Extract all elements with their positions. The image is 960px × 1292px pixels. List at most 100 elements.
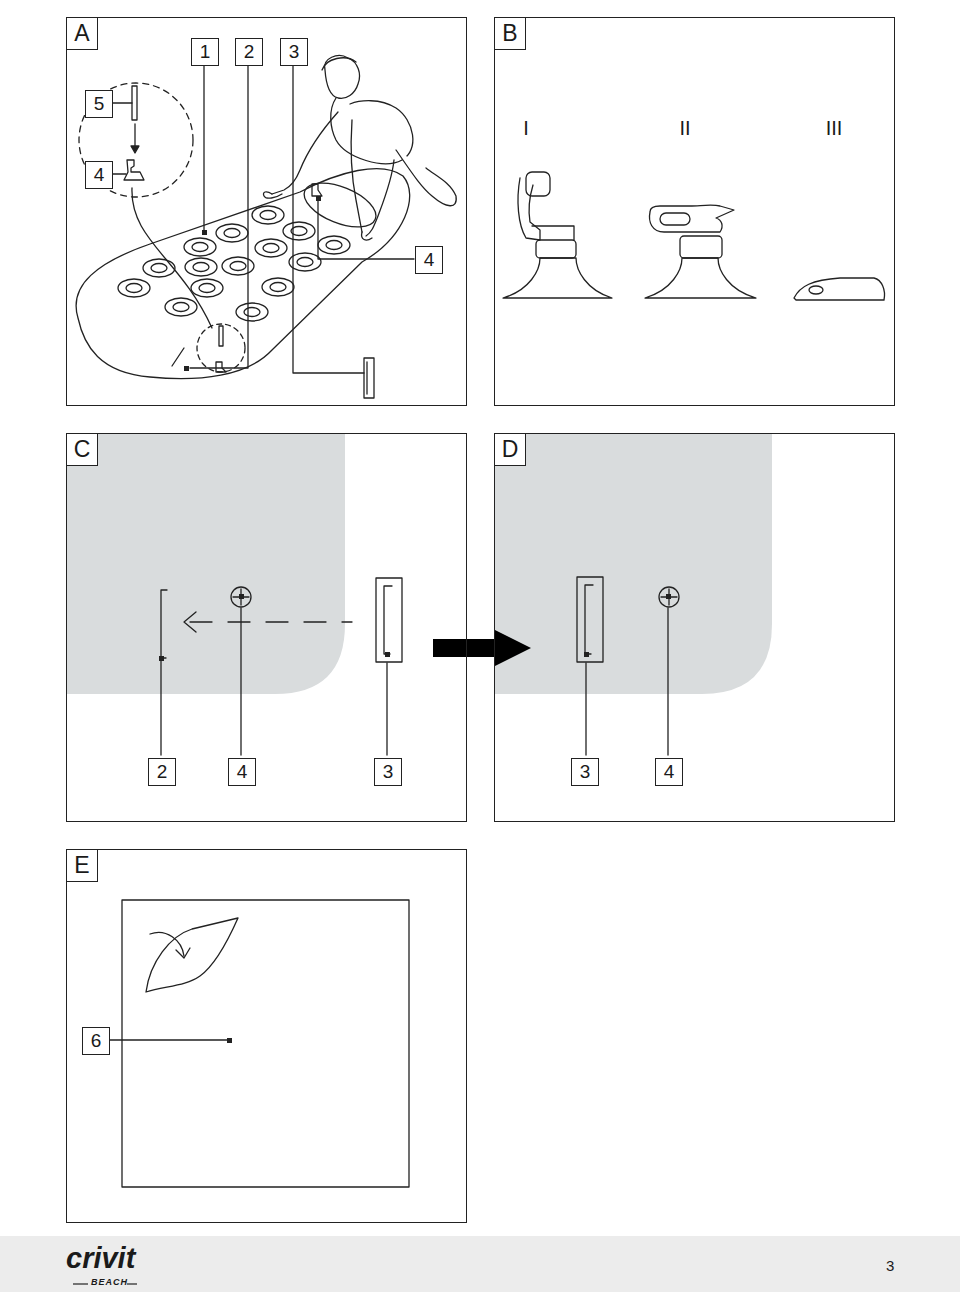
panel-letter: A [74,20,89,47]
position-label: I [523,118,529,138]
callout-box: 4 [85,161,113,189]
position-label: II [679,118,690,138]
brand-logo: crivit [66,1244,135,1273]
leader-dot [184,366,189,371]
repair-sheet [122,900,409,1187]
arrowhead [184,612,196,632]
callout-box: 2 [148,758,176,786]
repair-patch [585,585,593,654]
surface-region [494,433,772,694]
callout-box: 3 [374,758,402,786]
repair-patch [376,578,402,662]
movement-line [190,621,352,622]
figure-panel: C 2 4 3 [66,433,467,822]
callout-number: 2 [244,41,255,63]
mattress-ring [289,253,321,271]
mattress-ring [270,283,286,292]
leader-dot [202,230,207,235]
page-number: 3 [886,1258,894,1273]
callout-number: 5 [94,93,105,115]
callout-number: 2 [157,761,168,783]
valve-plug [219,326,223,346]
mattress-ring [126,284,142,293]
mattress-ring [173,303,189,312]
leader-dot [385,652,390,657]
mattress-ring [297,258,313,267]
detail-circle [197,324,245,372]
callout-box: 4 [228,758,256,786]
leader-dot [666,594,671,599]
figure-panel: B [494,17,895,406]
leader-line [190,64,248,368]
process-arrow [433,630,531,666]
leader-dot [584,652,589,657]
mattress-ring [216,224,248,242]
panel-letter-box: D [494,433,526,466]
callout-number: 3 [383,761,394,783]
mattress-ring [222,257,254,275]
callout-box: 4 [655,758,683,786]
mattress-ring [118,279,150,297]
callout-number: 4 [424,249,435,271]
callout-number: 4 [237,761,248,783]
valve-state-i [503,172,612,298]
hole-symbol [231,587,251,607]
repair-patch [364,358,374,398]
mattress-ring [318,236,350,254]
leader-dot [227,1038,232,1043]
callout-number: 1 [200,41,211,63]
mattress-ring [151,264,167,273]
valve [216,362,226,372]
panel-letter-box: E [66,849,98,882]
mattress-ring [184,238,216,256]
leader-line [240,608,241,755]
figure-panel: A 1 2 3 5 4 4 [66,17,467,406]
callout-number: 3 [580,761,591,783]
leader-line [111,102,132,103]
callout-number: 3 [289,41,300,63]
valve-base [124,160,144,180]
leader-line [667,608,668,755]
repair-patch [384,586,392,654]
patch-piece [146,918,238,992]
mattress-ring [199,284,215,293]
leader-line [318,200,414,259]
detail-link [132,188,212,328]
mattress-ring [230,262,246,271]
leader-line [203,64,204,232]
detail-circle [79,83,193,197]
mattress-ring [326,241,342,250]
hole-symbol [659,587,679,607]
pillow [298,174,382,236]
hole-symbol [233,589,249,605]
brand-subline: BEACH [91,1278,128,1287]
mattress-ring [191,279,223,297]
leader-line [293,64,364,373]
surface-region [66,433,345,694]
footer-band [0,1236,960,1292]
valve-state-ii [645,205,756,298]
mattress-ring [263,244,279,253]
leader-line [386,663,387,755]
panel-letter: C [74,436,91,463]
figure-panel: D 3 4 [494,433,895,822]
mattress-ring [252,206,284,224]
repair-patch [366,362,367,394]
callout-box: 5 [85,90,113,118]
callout-number: 4 [664,761,675,783]
mattress-ring [143,259,175,277]
leader-dot [239,594,244,599]
mattress-ring [236,303,268,321]
panel-letter: B [502,20,517,47]
mattress-rings [118,206,350,321]
panel-letter: D [502,436,519,463]
arrowhead [131,146,139,153]
callout-box: 4 [415,246,443,274]
mattress-ring [244,308,260,317]
mattress-edge [172,348,184,366]
leader-dot [316,196,321,201]
panel-letter-box: B [494,17,526,50]
